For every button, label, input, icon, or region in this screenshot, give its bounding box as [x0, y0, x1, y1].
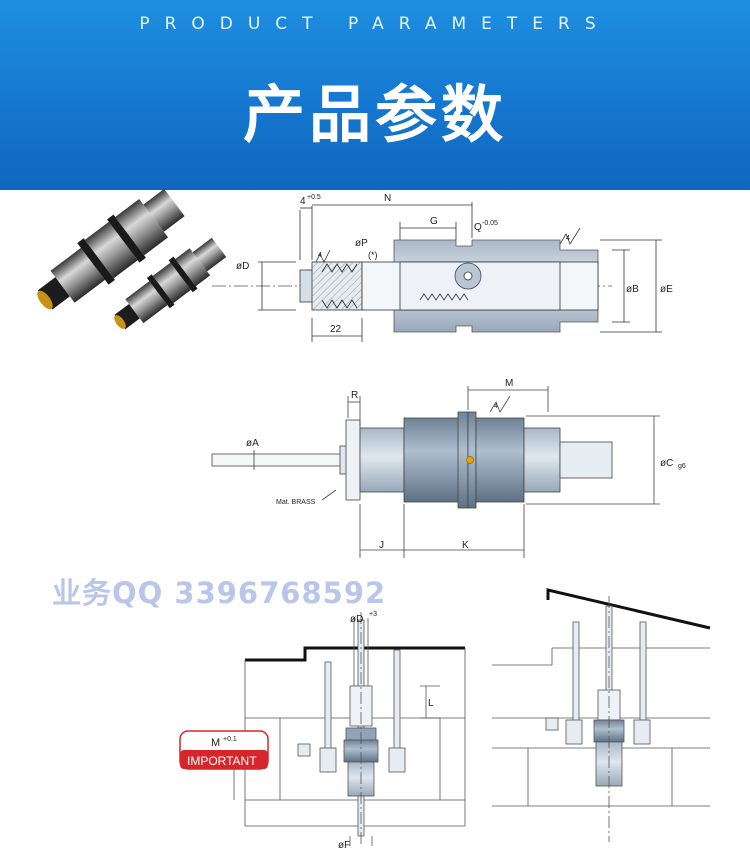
dim-ob-label: øB — [626, 284, 639, 295]
dim-j-label: J — [379, 540, 384, 551]
dim-od-tol-label: +3 — [369, 611, 377, 618]
important-m-label: M — [211, 737, 220, 749]
dim-op-label: øP — [355, 238, 368, 249]
external-view-drawing — [211, 386, 660, 558]
important-m-tol-label: +0.1 — [223, 736, 237, 743]
dim-of-label: øF — [338, 840, 350, 851]
dim-oc-label: øC — [660, 458, 673, 469]
roughness-label: 4 — [494, 403, 498, 410]
external-view-labels: R M øA øC g6 Mat. BRASS J K 4 — [246, 378, 686, 551]
header-title: 产品参数 — [242, 78, 507, 151]
note-star-label: (*) — [368, 250, 378, 260]
roughness-b-label: 4 — [318, 252, 322, 259]
header-banner: PRODUCT PARAMETERS 产品参数 — [0, 0, 750, 190]
material-label: Mat. BRASS — [276, 499, 316, 506]
roughness-a-label: 4 — [566, 235, 570, 242]
dim-g-label: G — [430, 216, 438, 227]
product-photo — [37, 188, 227, 330]
assembly-left-labels: øD +3 L øF — [338, 611, 434, 851]
dim-q-tol-label: -0.05 — [482, 220, 498, 227]
important-badge: M +0.1 IMPORTANT — [179, 730, 269, 770]
dim-od-label: øD — [236, 261, 249, 272]
dim-oc-tol-label: g6 — [678, 463, 686, 470]
sectional-view-drawing — [212, 202, 662, 342]
important-text: IMPORTANT — [187, 754, 257, 768]
dim-m-label: M — [505, 378, 513, 389]
sectional-view-labels: 4 +0.5 N G Q -0.05 øD øP (*) øB øE 22 4 … — [236, 193, 673, 335]
dim-q-label: Q — [474, 222, 482, 233]
dim-4-tol-label: +0.5 — [307, 194, 321, 201]
header-subtitle: PRODUCT PARAMETERS — [139, 14, 611, 34]
dim-l-label: L — [428, 698, 434, 709]
dim-k-label: K — [462, 540, 469, 551]
dim-od-plus3-label: øD — [350, 614, 363, 625]
contact-watermark: 业务QQ 3396768592 — [52, 576, 387, 610]
assembly-drawing-right — [492, 588, 711, 842]
dim-22-label: 22 — [330, 324, 342, 335]
dim-oe-label: øE — [660, 284, 673, 295]
dim-r-label: R — [351, 390, 358, 401]
dim-4-label: 4 — [300, 196, 306, 207]
assembly-drawing-left — [233, 612, 466, 846]
dim-oa-label: øA — [246, 438, 259, 449]
dim-n-label: N — [384, 193, 391, 204]
